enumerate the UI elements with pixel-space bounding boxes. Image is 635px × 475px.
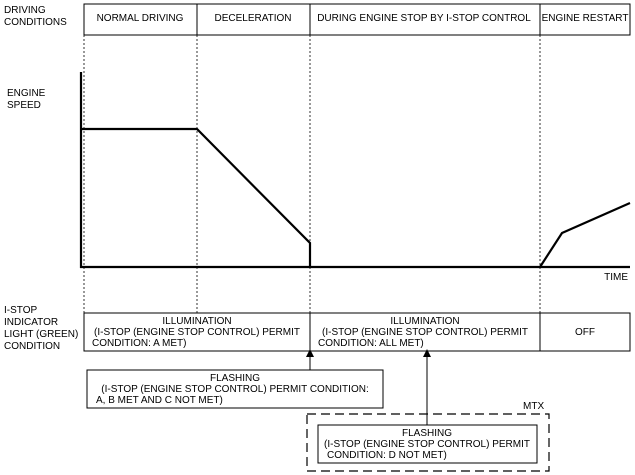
phase-header-row: NORMAL DRIVING DECELERATION DURING ENGIN…	[83, 3, 631, 36]
speed-line-restart	[539, 201, 631, 268]
phase-header-frame	[83, 3, 631, 36]
phase-deceleration: DECELERATION	[214, 13, 291, 24]
state-line: (I-STOP (ENGINE STOP CONTROL) PERMIT	[322, 327, 528, 338]
row-label-line: SPEED	[7, 100, 41, 111]
time-axis-label: TIME	[604, 272, 628, 283]
callout-line: FLASHING	[402, 428, 452, 439]
phase-engine-restart: ENGINE RESTART	[542, 13, 629, 24]
callout-line: (I-STOP (ENGINE STOP CONTROL) PERMIT CON…	[101, 384, 368, 395]
row-label-line: INDICATOR	[4, 317, 58, 328]
row-label-line: ENGINE	[7, 88, 46, 99]
indicator-row-frame	[83, 312, 631, 352]
callout-line: A, B MET AND C NOT MET)	[96, 395, 223, 406]
callout-line: FLASHING	[210, 373, 260, 384]
mtx-label: MTX	[523, 401, 544, 412]
engine-speed-axes: TIME	[79, 72, 630, 283]
state-line: (I-STOP (ENGINE STOP CONTROL) PERMIT	[94, 327, 300, 338]
speed-line-normal-decel	[81, 127, 312, 267]
phase-engine-stop: DURING ENGINE STOP BY I-STOP CONTROL	[317, 13, 531, 24]
indicator-condition-row: ILLUMINATION (I-STOP (ENGINE STOP CONTRO…	[83, 312, 631, 352]
state-line: CONDITION: ALL MET)	[318, 338, 424, 349]
callout-box	[317, 424, 538, 464]
engine-speed-curve	[81, 127, 631, 268]
row-label-engine-speed: ENGINE SPEED	[7, 88, 46, 111]
mtx-group: MTX FLASHING (I-STOP (ENGINE STOP CONTRO…	[306, 349, 550, 472]
phase-boundaries	[83, 35, 541, 313]
state-line: CONDITION: A MET)	[92, 338, 186, 349]
mtx-dashed-frame	[306, 413, 550, 472]
row-label-indicator: I-STOP INDICATOR LIGHT (GREEN) CONDITION	[4, 305, 78, 352]
phase-normal-driving: NORMAL DRIVING	[97, 13, 184, 24]
callout-line: CONDITION: D NOT MET)	[327, 450, 447, 461]
row-label-line: CONDITION	[4, 341, 60, 352]
callout-line: (I-STOP (ENGINE STOP CONTROL) PERMIT	[324, 439, 530, 450]
row-label-driving-conditions: DRIVING CONDITIONS	[4, 5, 67, 28]
callout-box	[86, 369, 384, 409]
flashing-callout-abc: FLASHING (I-STOP (ENGINE STOP CONTROL) P…	[86, 349, 384, 409]
row-label-line: DRIVING	[4, 5, 46, 16]
state-line: ILLUMINATION	[162, 316, 231, 327]
illumination-all-met: ILLUMINATION (I-STOP (ENGINE STOP CONTRO…	[318, 316, 528, 349]
row-label-line: CONDITIONS	[4, 17, 67, 28]
state-line: ILLUMINATION	[390, 316, 459, 327]
row-label-line: LIGHT (GREEN)	[4, 329, 78, 340]
row-label-line: I-STOP	[4, 305, 37, 316]
illumination-a-met: ILLUMINATION (I-STOP (ENGINE STOP CONTRO…	[92, 316, 300, 349]
indicator-off: OFF	[575, 327, 595, 338]
